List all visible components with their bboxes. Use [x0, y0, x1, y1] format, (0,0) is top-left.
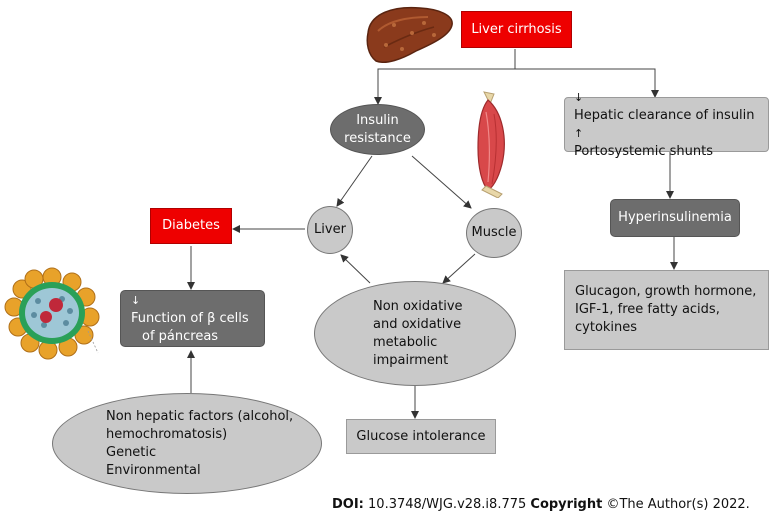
beta-cells-line-2: of páncreas [142, 328, 219, 344]
muscle-label: Muscle [471, 225, 517, 240]
hepatic-clearance-label: Hepatic clearance of insulin [574, 107, 755, 123]
metabolic-line-1: Non oxidative [373, 298, 463, 314]
non-hepatic-factors-ellipse: Non hepatic factors (alcohol, hemochroma… [52, 393, 322, 494]
arrow-insulin-liver [336, 155, 373, 207]
non-hepatic-line-1: Non hepatic factors (alcohol, [106, 408, 294, 424]
liver-organ-icon [366, 6, 453, 63]
hyperinsulinemia-label: Hyperinsulinemia [618, 210, 732, 225]
glucose-intolerance-box: Glucose intolerance [346, 419, 496, 454]
liver-label: Liver [314, 222, 346, 237]
connector-cirrhosis-split [374, 49, 516, 105]
muscle-icon [477, 91, 505, 198]
non-hepatic-line-4: Environmental [106, 462, 201, 478]
metabolic-line-4: impairment [373, 352, 449, 368]
glucose-intolerance-label: Glucose intolerance [356, 428, 486, 444]
metabolic-line-2: and oxidative [373, 316, 462, 332]
insulin-resistance-line-1: Insulin [356, 112, 399, 128]
arrow-muscle-metabolic [442, 253, 476, 284]
hyperinsulinemia-box: Hyperinsulinemia [610, 199, 740, 237]
liver-cirrhosis-box: Liver cirrhosis [461, 11, 572, 48]
insulin-resistance-ellipse: Insulin resistance [330, 104, 425, 155]
liver-circle: Liver [307, 206, 353, 254]
metabolic-line-3: metabolic [373, 334, 438, 350]
metabolic-impairment-ellipse: Non oxidative and oxidative metabolic im… [314, 281, 516, 386]
hepatic-clearance-box: ↓ Hepatic clearance of insulin ↑ Portosyst… [564, 91, 769, 159]
glucagon-box: Glucagon, growth hormone, IGF-1, free fa… [564, 270, 769, 350]
diabetes-label: Diabetes [162, 218, 220, 233]
glucagon-line-1: Glucagon, growth hormone, [575, 284, 757, 299]
non-hepatic-line-3: Genetic [106, 444, 157, 460]
insulin-resistance-line-2: resistance [344, 130, 411, 146]
arrow-insulin-muscle [411, 155, 472, 209]
glucagon-line-2: IGF-1, free fatty acids, [575, 302, 720, 317]
copyright-text: ©The Author(s) 2022. [606, 497, 750, 512]
beta-cells-line-1: Function of β cells [131, 310, 249, 326]
up-arrow-icon: ↑ [574, 126, 584, 140]
connector-to-hepatic [515, 68, 659, 98]
pancreatic-islet-icon [4, 267, 100, 360]
glucagon-line-3: cytokines [575, 320, 638, 335]
doi-value: 10.3748/WJG.v28.i8.775 [368, 497, 527, 512]
doi-label: DOI: [332, 497, 364, 512]
liver-cirrhosis-label: Liver cirrhosis [471, 21, 562, 37]
citation-footer: DOI: 10.3748/WJG.v28.i8.775 Copyright ©T… [332, 497, 750, 512]
arrow-metabolic-liver [340, 254, 371, 284]
muscle-circle: Muscle [466, 208, 522, 258]
down-arrow-icon: ↓ [131, 293, 141, 307]
portosystemic-shunts-label: Portosystemic shunts [574, 143, 713, 159]
copyright-label: Copyright [530, 497, 603, 512]
non-hepatic-line-2: hemochromatosis) [106, 426, 228, 442]
diabetes-box: Diabetes [150, 208, 232, 244]
down-arrow-icon: ↓ [574, 90, 584, 104]
beta-cells-box: ↓ Function of β cells of páncreas [120, 290, 265, 347]
